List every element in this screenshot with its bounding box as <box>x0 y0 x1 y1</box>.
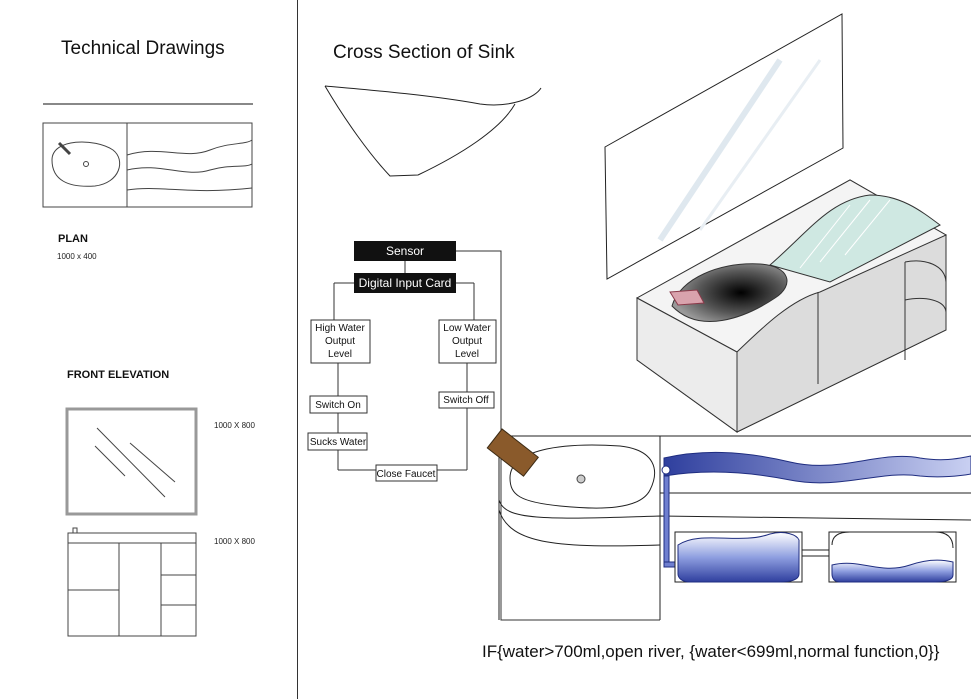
high-water-box: High Water Output Level <box>310 319 371 364</box>
technical-drawings-title: Technical Drawings <box>61 38 225 59</box>
front-elevation-cabinet <box>67 527 197 637</box>
tank-connector <box>801 549 830 557</box>
mirror-dimensions: 1000 X 800 <box>214 421 255 430</box>
svg-text:Switch On: Switch On <box>315 400 361 411</box>
svg-text:Switch Off: Switch Off <box>443 395 489 406</box>
digital-input-card-text: Digital Input Card <box>359 276 452 290</box>
svg-text:Low Water: Low Water <box>443 323 491 334</box>
svg-text:Level: Level <box>328 349 352 360</box>
front-elevation-mirror <box>65 407 198 516</box>
digital-input-card-box: Digital Input Card <box>354 273 456 293</box>
sucks-water-box: Sucks Water <box>307 432 368 451</box>
front-elevation-label: FRONT ELEVATION <box>67 369 170 381</box>
sensor-box: Sensor <box>354 241 456 261</box>
plan-drawing <box>42 103 253 208</box>
cabinet-dimensions: 1000 X 800 <box>214 537 255 546</box>
sink-elevation <box>498 435 971 620</box>
svg-text:Output: Output <box>452 336 482 347</box>
cross-section-title: Cross Section of Sink <box>333 42 515 63</box>
formula-text: IF{water>700ml,open river, {water<699ml,… <box>482 642 940 661</box>
sensor-text: Sensor <box>386 244 424 258</box>
svg-text:Output: Output <box>325 336 355 347</box>
panel-divider <box>297 0 298 699</box>
isometric-sink <box>635 179 948 433</box>
switch-on-box: Switch On <box>309 395 368 414</box>
svg-text:High Water: High Water <box>315 323 365 334</box>
water-tank-right <box>828 531 957 583</box>
svg-text:Level: Level <box>455 349 479 360</box>
low-water-box: Low Water Output Level <box>438 319 497 364</box>
plan-label: PLAN <box>58 233 88 245</box>
switch-off-box: Switch Off <box>438 391 495 409</box>
sink-cross-section <box>324 85 542 177</box>
close-faucet-box: Close Faucet <box>375 464 438 482</box>
plan-dimensions: 1000 x 400 <box>57 252 97 261</box>
water-tank-left <box>674 531 803 583</box>
isometric-mirror <box>604 13 844 280</box>
faucet <box>486 428 540 477</box>
svg-text:Sucks Water: Sucks Water <box>310 437 367 448</box>
svg-text:Close Faucet: Close Faucet <box>377 469 436 480</box>
